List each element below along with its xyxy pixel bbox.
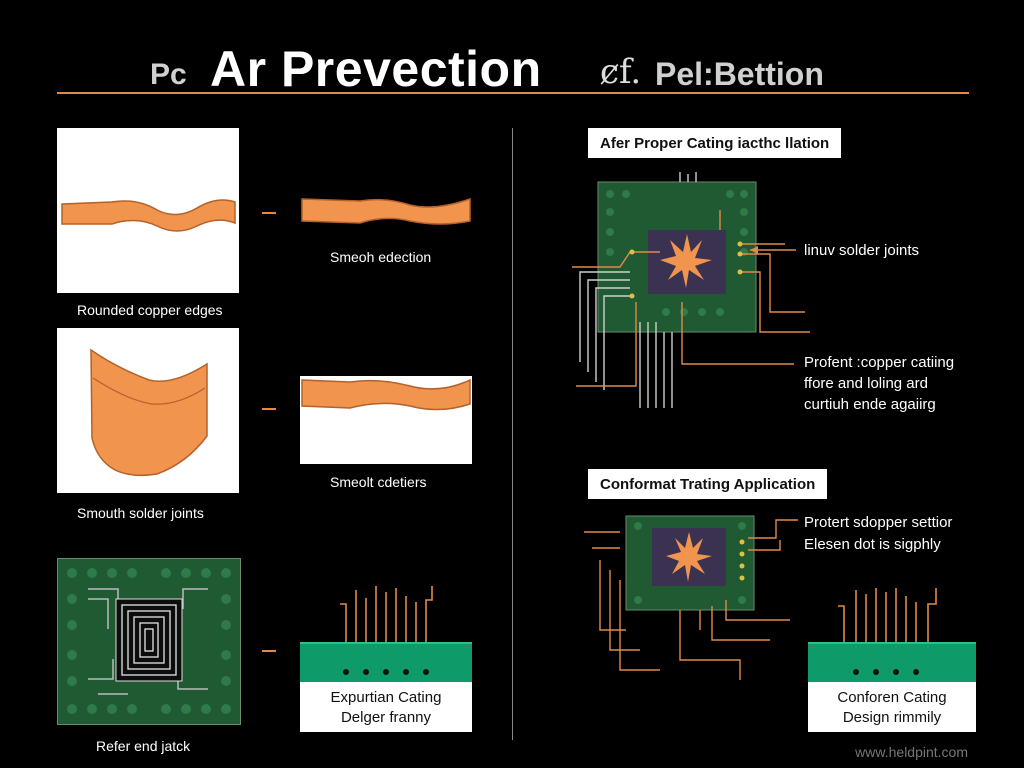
pin-dots-icon: [343, 669, 429, 675]
page-title: Ar Prevection: [210, 41, 542, 97]
pcb-chip-panel: [57, 558, 241, 725]
rounded-copper-label: Rounded copper edges: [77, 302, 223, 318]
title-divider: [57, 92, 969, 94]
bottom-pin-dots-icon: [853, 669, 919, 675]
top-heading-box: Afer Proper Cating iacthc llation: [588, 128, 842, 158]
smooth-edge-caption: Smeoh edection: [330, 249, 432, 265]
callout-line: curtiuh ende agaiirg: [804, 396, 936, 413]
bottom-coating-strip: [808, 642, 976, 682]
rounded-copper-panel: [57, 128, 239, 293]
top-callout-1: linuv solder joints: [804, 242, 920, 259]
connector-dash: [262, 408, 276, 410]
title-glyph: ȼf.: [600, 52, 642, 92]
top-callout-arrow-icon: [750, 246, 796, 254]
caption-line: Design rimmily: [842, 709, 942, 726]
title-prefix: Pc: [150, 58, 187, 91]
solder-joint-shape-icon: [90, 348, 208, 477]
wave-copper-strip-icon: [301, 378, 471, 411]
smooth-copper-strip-icon: [301, 197, 471, 225]
top-callout-2: Profent :copper catiing ffore and loling…: [804, 352, 954, 415]
callout-line: Profent :copper catiing: [804, 354, 955, 371]
refer-label: Refer end jatck: [96, 738, 191, 754]
caption-line: Delger franny: [340, 709, 432, 726]
conformal-coating-diagram-icon: [584, 515, 798, 680]
title-bar: Pc Ar Prevection ȼf. Pel:Bettion: [0, 38, 1024, 108]
chip-trace-diagram-icon: [572, 172, 810, 408]
coating-strip: [300, 642, 472, 682]
solder-joint-panel: [57, 328, 239, 493]
lead-pins-icon: [340, 586, 433, 644]
bottom-lead-pins-icon: [838, 588, 937, 644]
caption-line: Expurtian Cating: [330, 689, 442, 706]
column-divider: [512, 128, 513, 740]
bottom-heading-box: Conformat Trating Application: [588, 469, 828, 499]
smooth-solder-caption: Smeolt cdetiers: [330, 474, 427, 490]
conforen-caption-box: Conforen Cating Design rimmily: [808, 682, 976, 732]
smooth-copper-card: [300, 376, 472, 464]
bottom-callout-1: Protert sdopper settior: [804, 514, 953, 531]
solder-joint-label: Smouth solder joints: [77, 505, 204, 521]
pcb-chip-icon: [67, 568, 231, 714]
copper-strip-wave-icon: [61, 199, 236, 232]
expurtian-caption-box: Expurtian Cating Delger franny: [300, 682, 472, 732]
connector-dash: [262, 650, 276, 652]
callout-line: ffore and loling ard: [804, 375, 928, 392]
bottom-callout-2: Elesen dot is sigphly: [804, 536, 941, 553]
title-suffix: Pel:Bettion: [655, 56, 824, 92]
connector-dash: [262, 212, 276, 214]
top-heading: Afer Proper Cating iacthc llation: [600, 134, 830, 152]
bottom-heading: Conformat Trating Application: [600, 475, 816, 493]
footer-url: www.heldpint.com: [855, 744, 968, 760]
caption-line: Conforen Cating: [837, 689, 947, 706]
